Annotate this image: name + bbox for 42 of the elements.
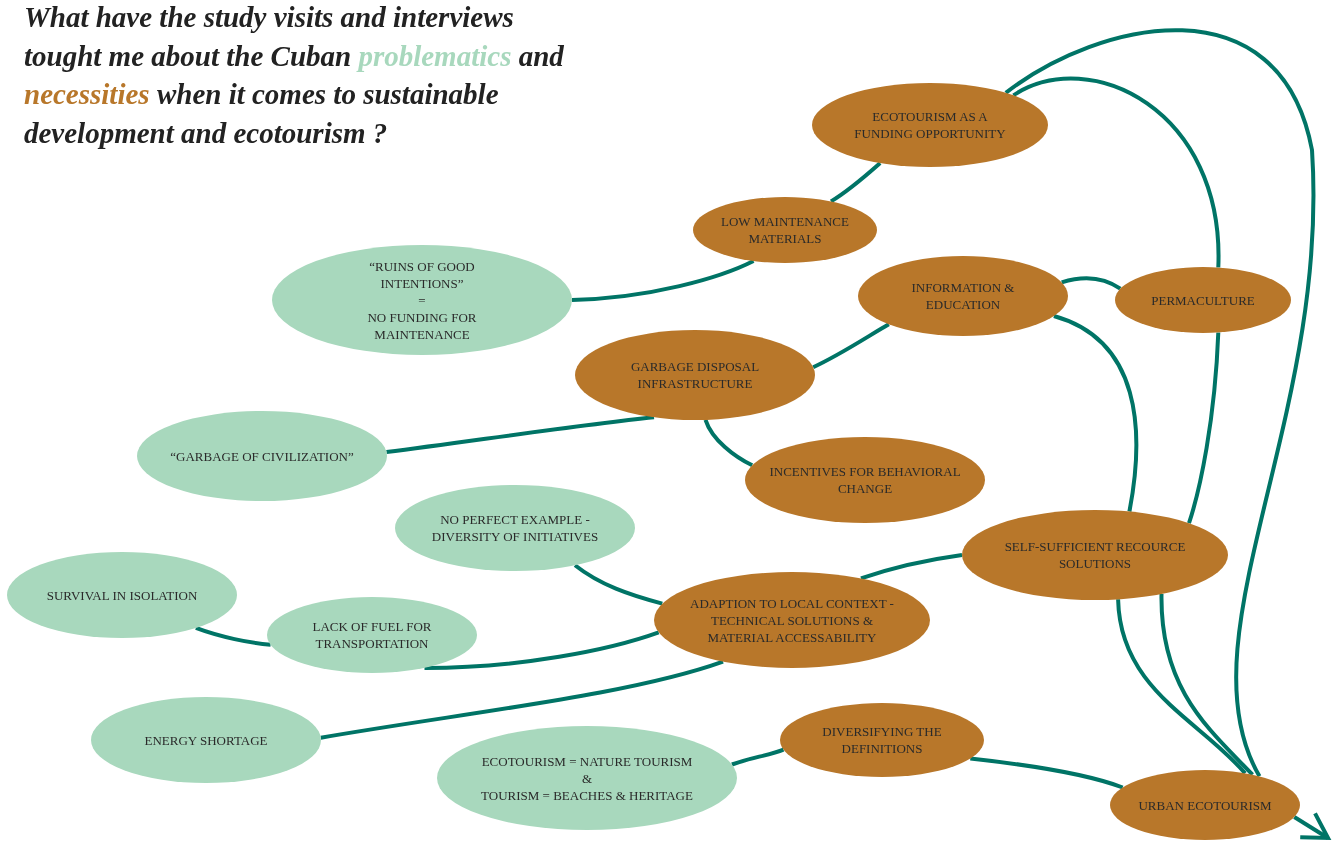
connector-line <box>1293 811 1330 840</box>
connector-line <box>829 161 882 204</box>
connector-line <box>1061 276 1122 291</box>
connector-line <box>812 322 890 369</box>
connector-line <box>320 659 724 740</box>
node-label: DIVERSIFYING THE DEFINITIONS <box>821 723 943 757</box>
node-label: PERMACULTURE <box>1151 291 1255 309</box>
connector-line <box>195 626 271 647</box>
connector-line <box>573 563 663 606</box>
connector-line <box>1159 593 1254 777</box>
node-label: TOURISM = BEACHES & HERITAGE <box>481 786 693 804</box>
node-label: INFORMATION & EDUCATION <box>910 279 1016 313</box>
node-label: GARBAGE DISPOSAL INFRASTRUCTURE <box>629 358 761 392</box>
connector-line <box>703 419 754 468</box>
connector-line <box>1187 332 1221 524</box>
node-label: LOW MAINTENANCE MATERIALS <box>720 213 850 247</box>
node-label: & <box>581 769 593 787</box>
node-label: INCENTIVES FOR BEHAVIORAL CHANGE <box>769 463 961 497</box>
node-label: “GARBAGE OF CIVILIZATION” <box>170 447 354 465</box>
node-label: NO PERFECT EXAMPLE - DIVERSITY OF INITIATIVES <box>430 511 600 545</box>
connector-line <box>1012 76 1221 268</box>
node-label: ECOTOURISM = NATURE TOURISM <box>481 752 693 770</box>
node-label: SELF-SUFFICIENT RECOURCE SOLUTIONS <box>1003 538 1187 572</box>
connector-line <box>386 415 655 455</box>
connector-line <box>731 747 785 767</box>
connector-line <box>424 630 660 670</box>
node-label: = <box>418 291 426 309</box>
connector-line <box>860 553 963 581</box>
node-label: NO FUNDING FOR MAINTENANCE <box>366 308 478 343</box>
connector-line <box>970 756 1124 790</box>
node-label: “RUINS OF GOOD INTENTIONS” <box>368 257 476 292</box>
connector-line <box>1004 28 1316 778</box>
node-label: ADAPTION TO LOCAL CONTEXT - TECHNICAL SOLUTIONS & MATERIAL ACCESSABILITY <box>689 594 895 646</box>
node-label: ENERGY SHORTAGE <box>144 731 268 749</box>
title: What have the study visits and interviews tought me about the Cuban problematics and necessities when it comes to sustainable development and ecotourism ? <box>24 0 565 151</box>
connector-line <box>571 259 755 302</box>
connector-line <box>1116 599 1247 775</box>
node-label: SURVIVAL IN ISOLATION <box>46 586 198 604</box>
connector-line <box>1053 314 1139 512</box>
node-label: ECOTOURISM AS A FUNDING OPPORTUNITY <box>853 108 1007 142</box>
node-label: URBAN ECOTOURISM <box>1138 796 1272 814</box>
node-label: LACK OF FUEL FOR TRANSPORTATION <box>311 618 433 652</box>
